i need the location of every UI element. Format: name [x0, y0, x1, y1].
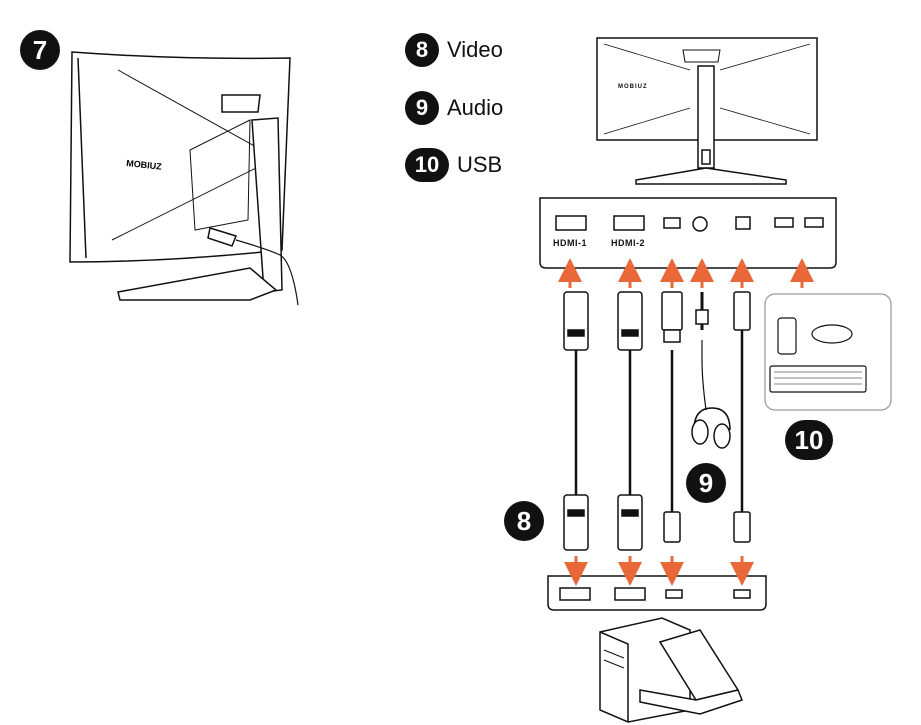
video-number-badge: 8 — [405, 33, 439, 67]
usb-downstream-port-2 — [804, 217, 824, 228]
video-callout-badge: 8 — [504, 501, 544, 541]
connectors-top — [563, 291, 751, 351]
legend-usb: 10 USB — [405, 148, 502, 182]
audio-label: Audio — [447, 95, 504, 120]
mouse — [811, 324, 853, 344]
usb-number-badge: 10 — [405, 148, 449, 182]
hdmi1-label: HDMI-1 — [553, 238, 587, 248]
audio-jack-port — [692, 216, 708, 232]
hdmi2-port — [613, 215, 645, 231]
audio-number-badge: 9 — [405, 91, 439, 125]
hdmi2-label: HDMI-2 — [611, 238, 645, 248]
monitor-port-panel — [539, 197, 837, 269]
monitor-front-illustration — [596, 37, 818, 185]
pc-port-panel — [547, 575, 767, 611]
monitor-front-brand: MOBIUZ — [618, 84, 648, 90]
usb-label: USB — [457, 152, 503, 177]
audio-callout-badge: 9 — [686, 463, 726, 503]
displayport-port — [663, 217, 681, 229]
usb-callout-badge: 10 — [785, 420, 833, 460]
audio-cable — [701, 340, 707, 411]
cables — [574, 330, 744, 512]
arrows — [558, 258, 814, 586]
connectors-bottom — [563, 494, 751, 551]
computer-illustration — [599, 617, 743, 723]
usb-flash-drive — [777, 317, 797, 355]
legend-video: 8 Video — [405, 33, 503, 67]
usb-downstream-port-1 — [774, 217, 794, 228]
monitor-rear-illustration — [69, 51, 299, 306]
usb-devices-box — [764, 293, 892, 411]
headphones-illustration — [691, 407, 731, 449]
legend-audio: 9 Audio — [405, 91, 503, 125]
keyboard — [769, 365, 867, 393]
step-7-badge: 7 — [20, 30, 60, 70]
hdmi1-port — [555, 215, 587, 231]
monitor-rear-brand: MOBIUZ — [126, 158, 163, 172]
usb-upstream-port — [735, 216, 751, 230]
video-label: Video — [447, 37, 503, 62]
